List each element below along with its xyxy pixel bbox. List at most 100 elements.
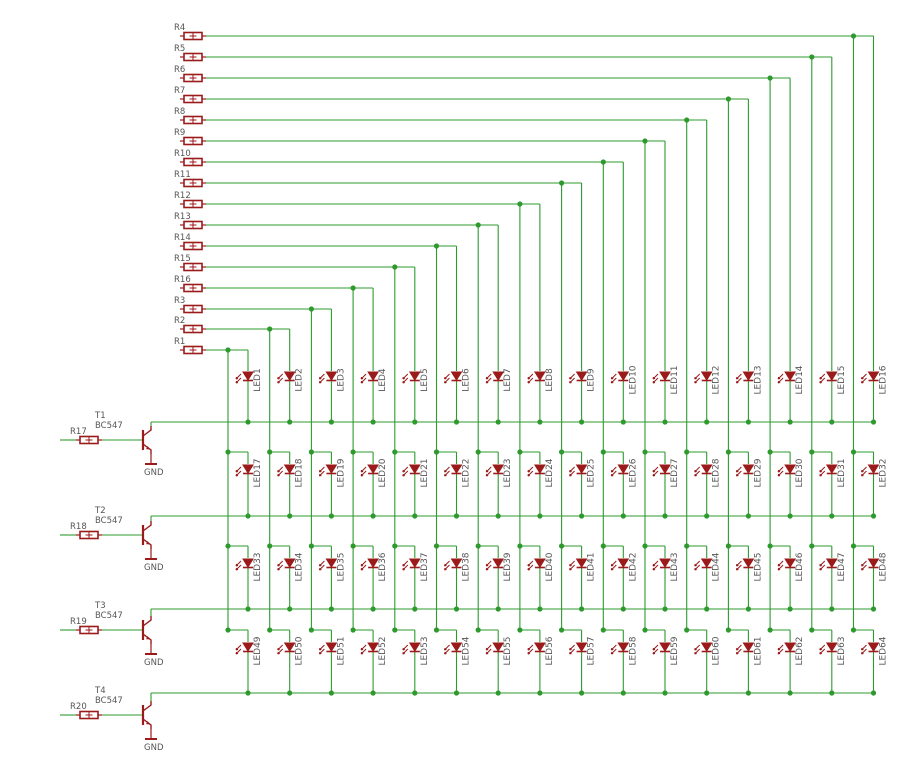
led-emission-arrow [610, 470, 617, 477]
led-symbol [659, 558, 671, 568]
led-emission-arrow [485, 644, 492, 651]
component-label: R11 [174, 170, 191, 180]
component-label: R8 [174, 107, 185, 117]
junction-dot [767, 543, 773, 549]
component-label: LED7 [503, 368, 513, 391]
led-emission-arrow [485, 564, 492, 571]
led-symbol [408, 642, 421, 652]
component-label: LED52 [378, 636, 388, 665]
led-symbol [242, 642, 254, 652]
component-label: LED9 [587, 368, 597, 392]
junction-dot [704, 419, 710, 425]
led-emission-arrow [360, 470, 367, 477]
led-emission-arrow [735, 377, 742, 384]
component-label: LED56 [545, 636, 555, 665]
led-emission-arrow [360, 377, 367, 384]
component-label: LED29 [753, 458, 763, 487]
junction-dot [642, 627, 648, 633]
led-symbol [700, 371, 713, 381]
junction-dot [328, 513, 334, 519]
led-symbol [659, 642, 671, 652]
led-emission-arrow [694, 377, 701, 384]
junction-dot [662, 690, 668, 696]
led-emission-arrow [610, 560, 617, 567]
led-emission-arrow [569, 560, 575, 567]
junction-dot [392, 627, 398, 633]
component-label: R10 [174, 149, 191, 159]
junction-dot [225, 449, 231, 455]
led-emission-arrow [610, 648, 617, 655]
component-label: LED36 [378, 552, 388, 581]
led-symbol [533, 642, 546, 652]
junction-dot [725, 449, 732, 455]
component-label: LED18 [295, 458, 305, 487]
led-emission-arrow [318, 466, 325, 473]
junction-dot [725, 96, 732, 102]
junction-dot [308, 306, 314, 312]
led-emission-arrow [694, 373, 701, 380]
labels-layer: R4R5R6R7R8R9R10R11R12R13R14R15R16R3R2R1L… [70, 23, 889, 753]
junction-dot [579, 606, 585, 612]
led-emission-arrow [652, 466, 659, 473]
component-label: LED16 [879, 365, 889, 394]
junction-dot [517, 201, 523, 207]
component-label: R1 [174, 337, 185, 347]
junction-dot [829, 606, 835, 612]
junction-dot [495, 513, 501, 519]
led-emission-arrow [569, 377, 575, 384]
led-emission-arrow [569, 644, 575, 651]
led-emission-arrow [444, 466, 450, 473]
component-label: LED44 [712, 552, 722, 581]
component-label: R17 [70, 427, 87, 437]
junction-dot [620, 690, 626, 696]
component-label: LED32 [879, 458, 889, 487]
component-label: R5 [174, 44, 185, 54]
junction-dot [267, 326, 273, 332]
led-emission-arrow [735, 373, 742, 380]
junction-dot [267, 449, 273, 455]
component-label: LED33 [253, 552, 263, 581]
led-emission-arrow [527, 644, 534, 651]
led-emission-arrow [277, 560, 284, 567]
component-label: T2 [94, 506, 106, 516]
led-emission-arrow [277, 470, 284, 477]
transistor-collector [142, 426, 152, 437]
component-label: GND [144, 743, 164, 753]
led-symbol [492, 371, 505, 381]
junction-dot [517, 543, 523, 549]
component-label: R13 [174, 212, 191, 222]
junction-dot [704, 513, 710, 519]
led-emission-arrow [777, 644, 784, 651]
led-emission-arrow [235, 648, 242, 655]
junction-dot [787, 513, 793, 519]
junction-dot [433, 627, 440, 633]
led-emission-arrow [318, 648, 325, 655]
led-emission-arrow [277, 377, 284, 384]
led-emission-arrow [694, 644, 701, 651]
led-symbol [617, 558, 630, 568]
led-emission-arrow [819, 377, 826, 384]
led-emission-arrow [485, 470, 492, 477]
junction-dot [475, 449, 481, 455]
led-emission-arrow [819, 470, 826, 477]
component-label: LED40 [545, 552, 555, 581]
led-symbol [659, 371, 671, 381]
led-symbol [492, 558, 505, 568]
junction-dot [225, 347, 231, 353]
component-label: LED61 [753, 636, 763, 665]
led-emission-arrow [569, 648, 575, 655]
led-symbol [367, 558, 380, 568]
led-symbol [533, 558, 546, 568]
led-emission-arrow [485, 373, 492, 380]
component-label: T1 [94, 411, 106, 421]
junction-dot [537, 690, 543, 696]
junction-dot [579, 690, 585, 696]
component-label: LED24 [545, 458, 555, 487]
led-emission-arrow [402, 564, 409, 571]
led-emission-arrow [235, 466, 242, 473]
led-emission-arrow [861, 560, 867, 567]
led-emission-arrow [861, 470, 867, 477]
wires-layer [60, 35, 875, 716]
junction-dot [328, 690, 334, 696]
